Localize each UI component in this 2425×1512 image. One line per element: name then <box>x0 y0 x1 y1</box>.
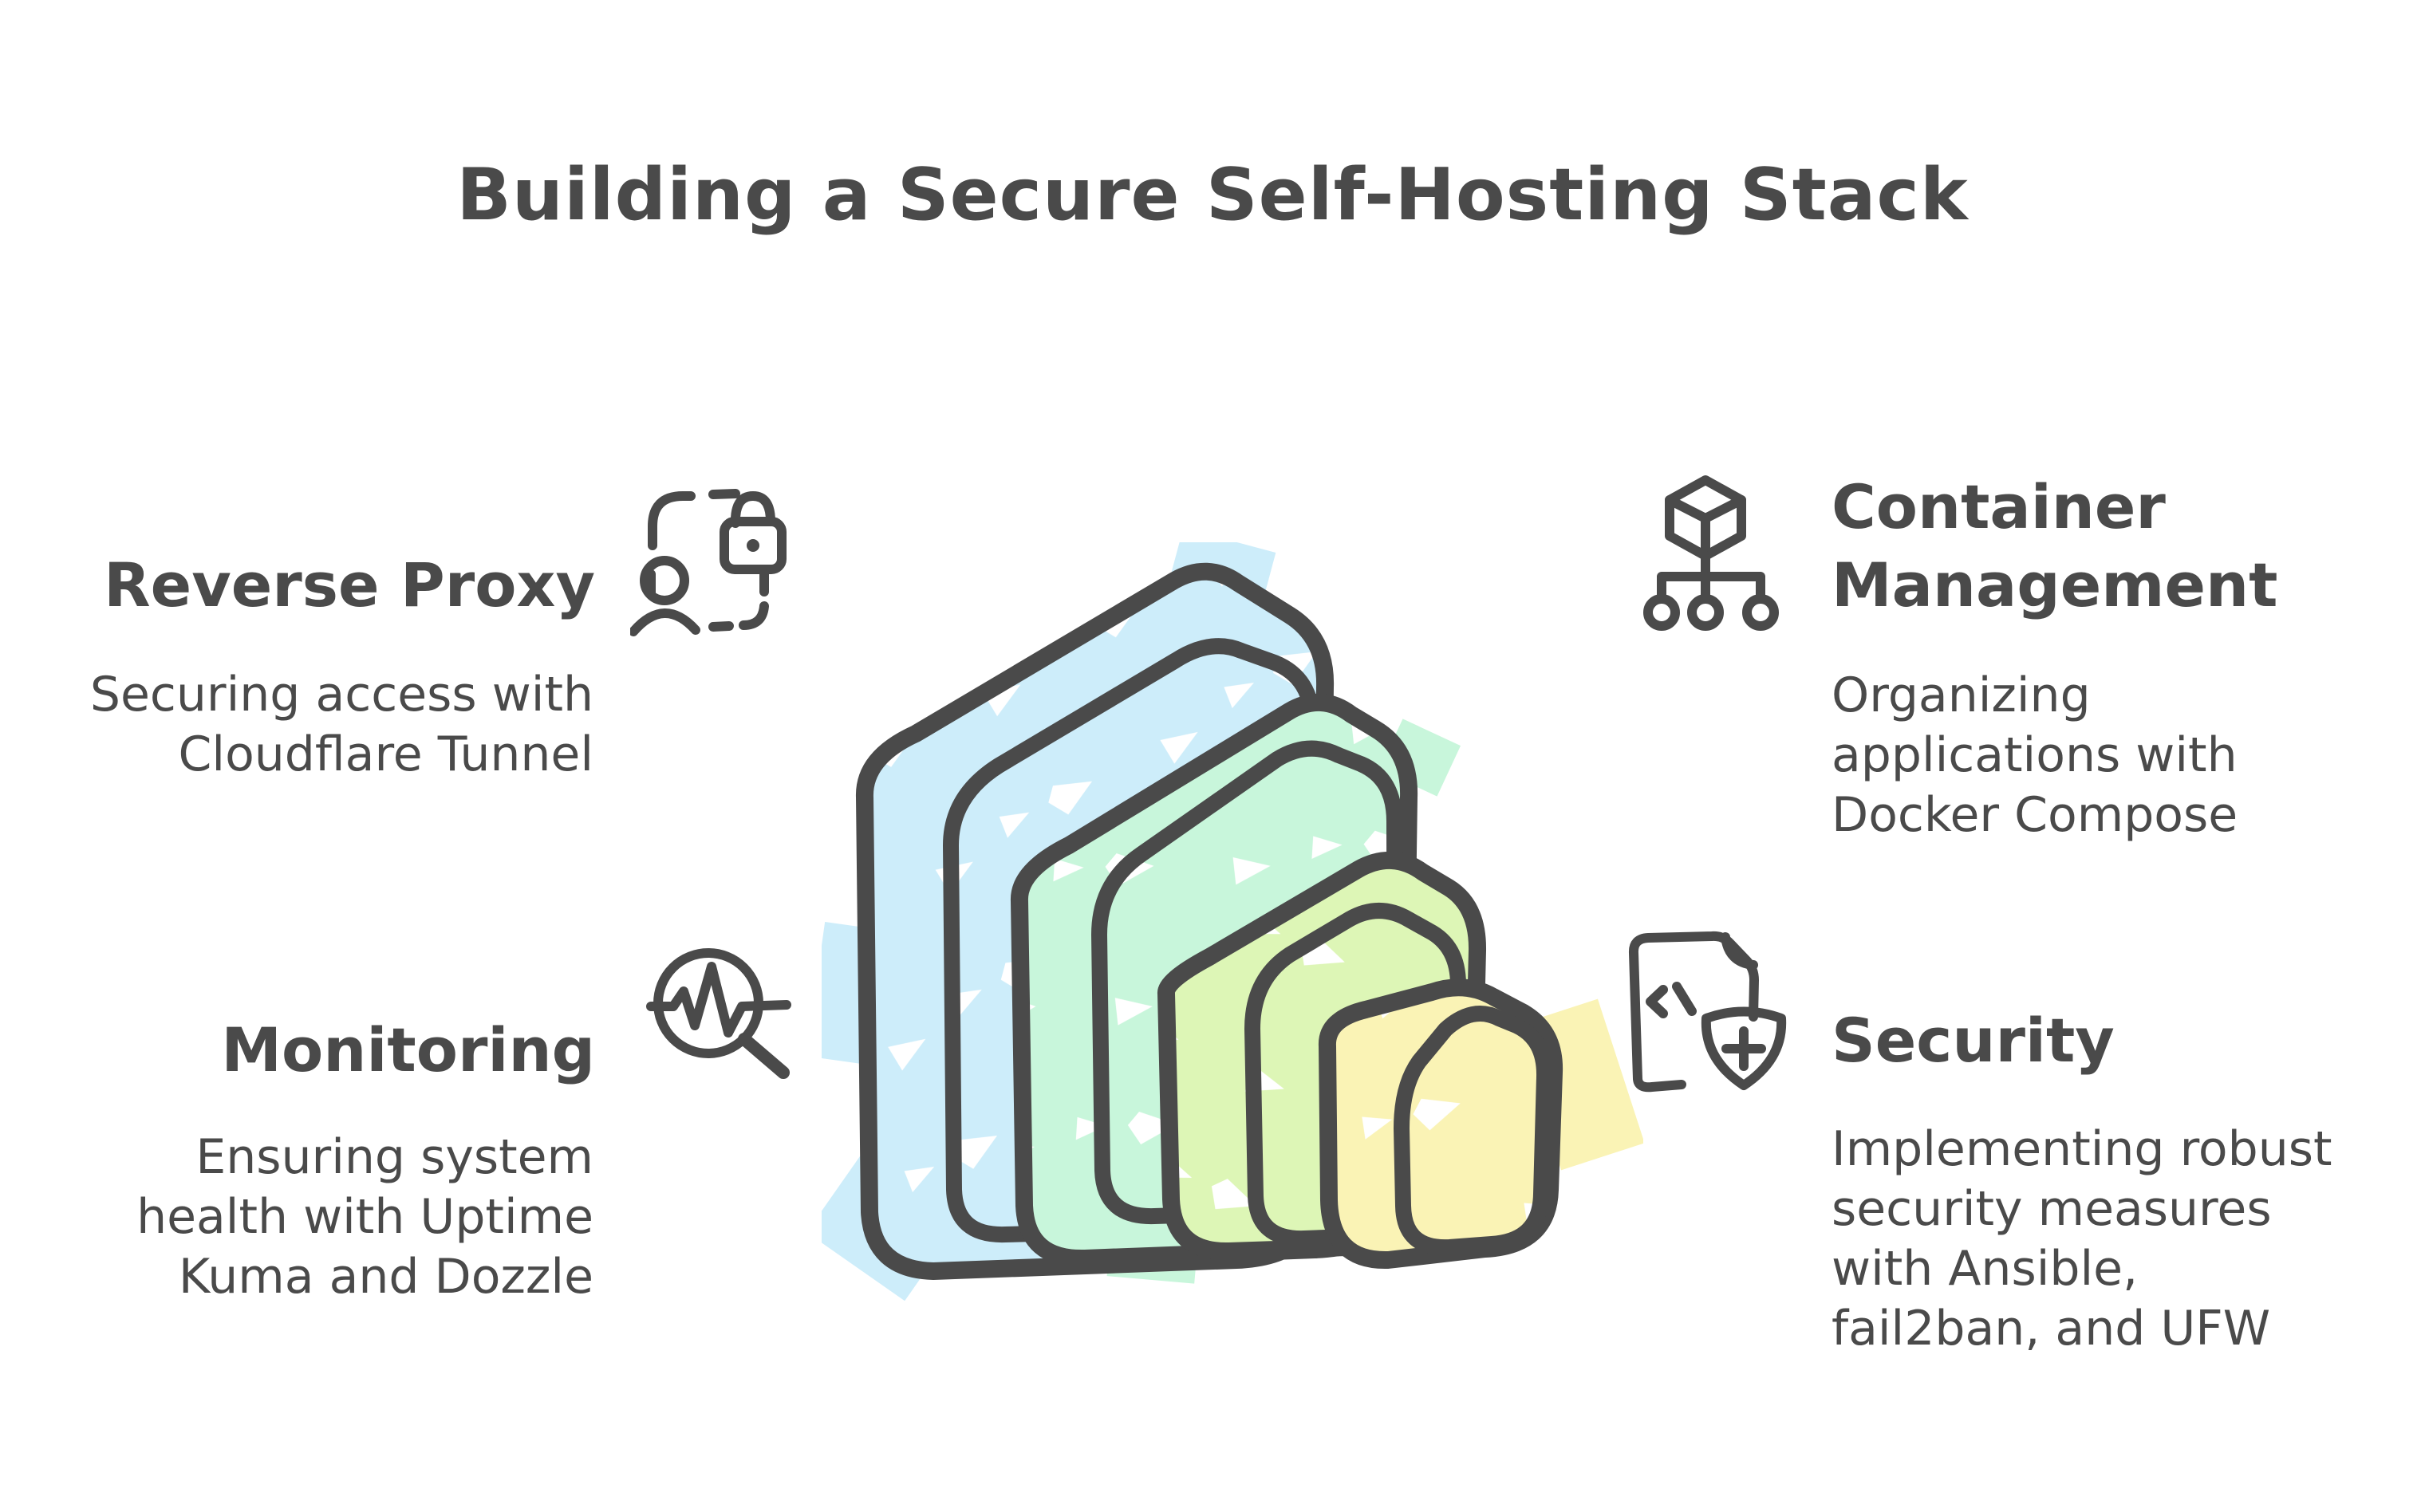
security-title: Security <box>1832 1002 2115 1080</box>
desc-line: Securing access with <box>89 667 593 723</box>
magnifier-pulse-icon <box>646 948 791 1079</box>
tile-4-smallest <box>1319 978 1563 1270</box>
desc-line: Docker Compose <box>1832 787 2238 843</box>
monitoring-description: Ensuring system health with Uptime Kuma … <box>136 1128 593 1307</box>
title-line: Container <box>1832 471 2166 542</box>
desc-line: Organizing <box>1832 667 2091 723</box>
stacked-tiles-illustration <box>822 542 1643 1301</box>
page-title: Building a Secure Self-Hosting Stack <box>456 153 1969 237</box>
desc-line: Ensuring system <box>195 1129 593 1185</box>
reverse-proxy-title: Reverse Proxy <box>104 546 595 624</box>
desc-line: security measures <box>1832 1181 2272 1237</box>
reverse-proxy-title-line: Reverse Proxy <box>104 549 595 620</box>
user-scan-lock-icon <box>630 489 787 636</box>
desc-line: fail2ban, and UFW <box>1832 1301 2271 1356</box>
monitoring-title: Monitoring <box>221 1011 595 1089</box>
container-management-title: Container Management <box>1832 468 2277 624</box>
container-management-description: Organizing applications with Docker Comp… <box>1832 666 2238 845</box>
cube-hierarchy-icon <box>1643 475 1779 631</box>
reverse-proxy-description: Securing access with Cloudflare Tunnel <box>90 665 593 785</box>
desc-line: Implementing robust <box>1832 1121 2332 1177</box>
title-line: Management <box>1832 549 2278 620</box>
desc-line: with Ansible, <box>1832 1241 2139 1297</box>
desc-line: Kuma and Dozzle <box>178 1249 593 1305</box>
security-title-line: Security <box>1832 1005 2115 1076</box>
monitoring-title-line: Monitoring <box>221 1014 595 1085</box>
desc-line: health with Uptime <box>136 1189 593 1245</box>
document-code-shield-icon <box>1628 931 1787 1093</box>
desc-line: Cloudflare Tunnel <box>178 726 594 782</box>
security-description: Implementing robust security measures wi… <box>1832 1120 2332 1359</box>
desc-line: applications with <box>1832 727 2238 783</box>
